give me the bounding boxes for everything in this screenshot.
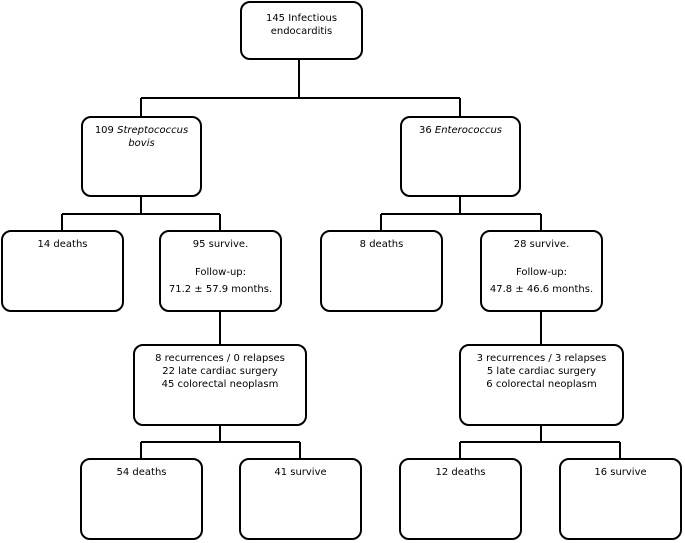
- node-entero-survive-line3: 47.8 ± 46.6 months.: [489, 284, 594, 295]
- node-entero-survive: 28 survive. Follow-up: 47.8 ± 46.6 month…: [480, 230, 603, 312]
- node-entero-line1: 36 Enterococcus: [402, 124, 519, 137]
- node-entero-deaths: 8 deaths: [320, 230, 443, 312]
- node-strep-count: 109: [94, 125, 114, 136]
- node-strep-outcomes-line3: 45 colorectal neoplasm: [161, 379, 279, 390]
- node-strep-final-survive-text: 41 survive: [274, 467, 327, 478]
- node-entero-final-survive-text: 16 survive: [594, 467, 647, 478]
- node-strep-line2: bovis: [83, 137, 200, 150]
- node-entero-survive-line1: 28 survive.: [513, 239, 570, 250]
- node-strep-line1: 109 Streptococcus: [83, 124, 200, 137]
- node-strep-final-deaths: 54 deaths: [80, 458, 203, 540]
- node-strep-deaths: 14 deaths: [1, 230, 124, 312]
- node-strep-outcomes-line2: 22 late cardiac surgery: [162, 366, 278, 377]
- node-strep-survive-line1: 95 survive.: [192, 239, 249, 250]
- node-entero-survive-line2: Follow-up:: [515, 267, 568, 278]
- node-strep-survive-line2: Follow-up:: [194, 267, 247, 278]
- node-entero-outcomes-line2: 5 late cardiac surgery: [486, 366, 597, 377]
- node-strep-final-survive: 41 survive: [239, 458, 362, 540]
- node-strep-outcomes: 8 recurrences / 0 relapses 22 late cardi…: [133, 344, 307, 426]
- node-entero-outcomes-line1: 3 recurrences / 3 relapses: [476, 353, 607, 364]
- node-enterococcus: 36 Enterococcus: [400, 116, 521, 197]
- node-entero-outcomes: 3 recurrences / 3 relapses 5 late cardia…: [459, 344, 624, 426]
- node-entero-final-deaths: 12 deaths: [399, 458, 522, 540]
- node-entero-final-survive: 16 survive: [559, 458, 682, 540]
- node-entero-outcomes-line3: 6 colorectal neoplasm: [486, 379, 597, 390]
- node-strep-deaths-text: 14 deaths: [37, 239, 88, 250]
- node-entero-deaths-text: 8 deaths: [359, 239, 404, 250]
- node-strep-organism-b: bovis: [128, 138, 155, 149]
- node-streptococcus-bovis: 109 Streptococcus bovis: [81, 116, 202, 197]
- node-strep-survive: 95 survive. Follow-up: 71.2 ± 57.9 month…: [159, 230, 282, 312]
- node-strep-organism-a: Streptococcus: [117, 125, 189, 136]
- node-entero-count: 36: [418, 125, 432, 136]
- node-entero-final-deaths-text: 12 deaths: [435, 467, 486, 478]
- node-root-line2: endocarditis: [270, 26, 333, 37]
- node-infectious-endocarditis: 145 Infectious endocarditis: [240, 1, 363, 60]
- node-strep-outcomes-line1: 8 recurrences / 0 relapses: [155, 353, 285, 364]
- node-strep-survive-line3: 71.2 ± 57.9 months.: [168, 284, 273, 295]
- node-root-line1: 145 Infectious: [265, 13, 338, 24]
- node-entero-organism: Enterococcus: [434, 125, 503, 136]
- node-strep-final-deaths-text: 54 deaths: [116, 467, 167, 478]
